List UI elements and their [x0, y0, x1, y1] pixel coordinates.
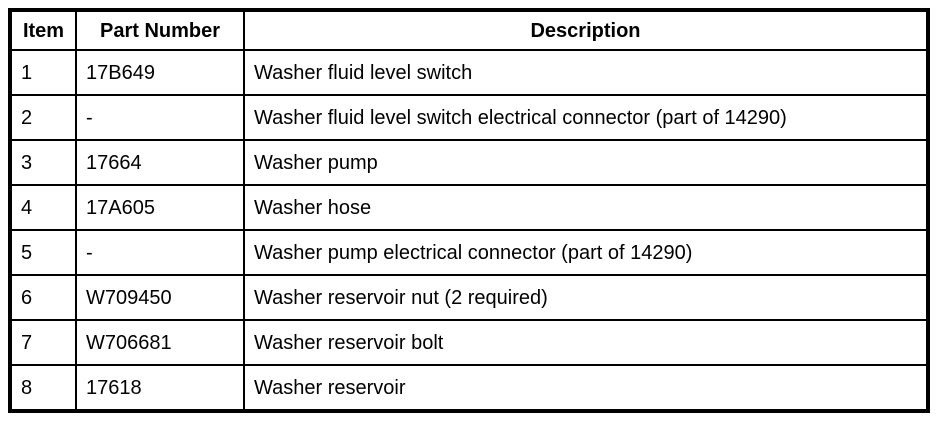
- cell-item: 7: [9, 319, 77, 366]
- cell-item: 8: [9, 364, 77, 412]
- cell-part-number: -: [75, 94, 245, 141]
- cell-description: Washer reservoir: [243, 364, 929, 412]
- cell-description: Washer fluid level switch electrical con…: [243, 94, 929, 141]
- table-row: 3 17664 Washer pump: [9, 139, 929, 186]
- cell-item: 3: [9, 139, 77, 186]
- cell-description: Washer reservoir nut (2 required): [243, 274, 929, 321]
- column-header-part-number: Part Number: [75, 9, 245, 51]
- cell-part-number: 17618: [75, 364, 245, 412]
- cell-description: Washer pump: [243, 139, 929, 186]
- cell-part-number: 17664: [75, 139, 245, 186]
- parts-table: Item Part Number Description 1 17B649 Wa…: [8, 8, 930, 413]
- table-header-row: Item Part Number Description: [9, 9, 929, 51]
- cell-part-number: W706681: [75, 319, 245, 366]
- column-header-description: Description: [243, 9, 929, 51]
- cell-part-number: 17A605: [75, 184, 245, 231]
- cell-item: 1: [9, 49, 77, 96]
- table-row: 2 - Washer fluid level switch electrical…: [9, 94, 929, 141]
- cell-part-number: W709450: [75, 274, 245, 321]
- cell-description: Washer reservoir bolt: [243, 319, 929, 366]
- cell-description: Washer fluid level switch: [243, 49, 929, 96]
- cell-description: Washer hose: [243, 184, 929, 231]
- column-header-item: Item: [9, 9, 77, 51]
- cell-description: Washer pump electrical connector (part o…: [243, 229, 929, 276]
- cell-item: 6: [9, 274, 77, 321]
- cell-part-number: -: [75, 229, 245, 276]
- cell-item: 5: [9, 229, 77, 276]
- table-row: 6 W709450 Washer reservoir nut (2 requir…: [9, 274, 929, 321]
- table-row: 4 17A605 Washer hose: [9, 184, 929, 231]
- table-row: 8 17618 Washer reservoir: [9, 364, 929, 412]
- cell-item: 2: [9, 94, 77, 141]
- table-row: 1 17B649 Washer fluid level switch: [9, 49, 929, 96]
- table-row: 7 W706681 Washer reservoir bolt: [9, 319, 929, 366]
- table-row: 5 - Washer pump electrical connector (pa…: [9, 229, 929, 276]
- cell-part-number: 17B649: [75, 49, 245, 96]
- cell-item: 4: [9, 184, 77, 231]
